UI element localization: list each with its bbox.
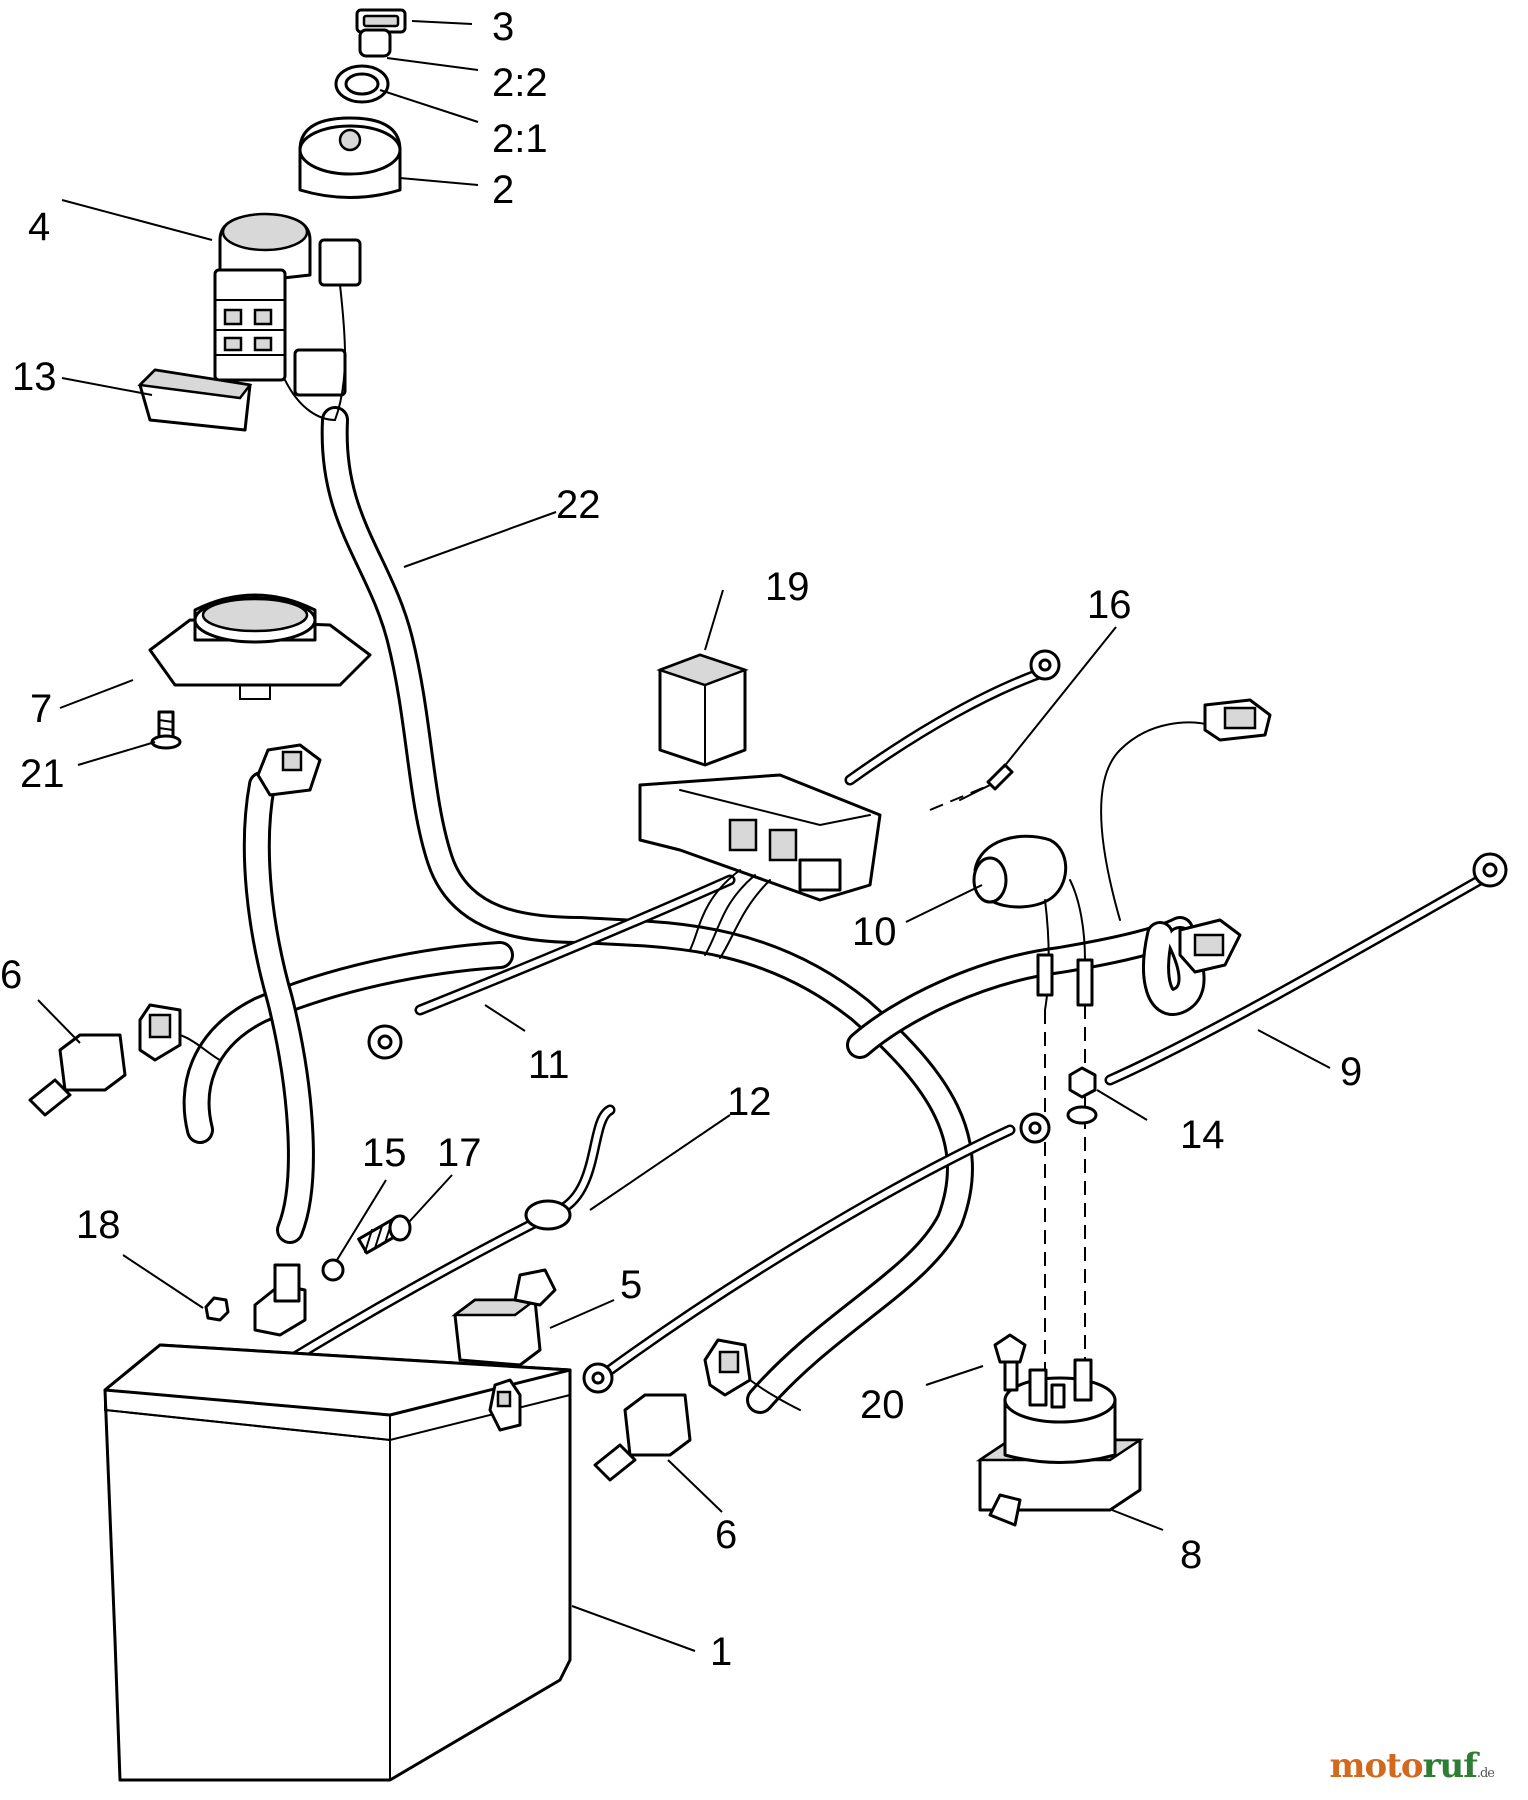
callout-6-right: 6 bbox=[715, 1513, 737, 1557]
side-connector bbox=[1100, 698, 1272, 974]
callout-20: 20 bbox=[860, 1383, 905, 1427]
screw bbox=[150, 710, 182, 750]
callout-22: 22 bbox=[556, 483, 601, 527]
callout-6-left: 6 bbox=[0, 953, 22, 997]
callout-4: 4 bbox=[28, 205, 50, 249]
watermark-ruf: ruf bbox=[1422, 1746, 1478, 1786]
callout-2-2: 2:2 bbox=[492, 61, 548, 105]
callout-2: 2 bbox=[492, 168, 514, 212]
starter-cable bbox=[1104, 852, 1508, 1086]
bolt bbox=[959, 763, 1014, 801]
hour-meter bbox=[148, 593, 372, 700]
callout-labels: 3 2:2 2:1 2 4 13 22 19 16 7 21 10 6 11 9… bbox=[0, 5, 1362, 1674]
relay bbox=[656, 653, 749, 767]
key-switch-nut bbox=[334, 64, 390, 104]
solenoid-cable bbox=[582, 1112, 1051, 1394]
callout-2-1: 2:1 bbox=[492, 117, 548, 161]
watermark-moto: moto bbox=[1329, 1746, 1424, 1786]
key-switch-body bbox=[298, 116, 402, 199]
callout-15: 15 bbox=[362, 1131, 407, 1175]
callout-8: 8 bbox=[1180, 1533, 1202, 1577]
callout-14: 14 bbox=[1180, 1113, 1225, 1157]
starter-solenoid bbox=[975, 1358, 1145, 1527]
watermark-de: .de bbox=[1476, 1766, 1495, 1781]
callout-9: 9 bbox=[1340, 1050, 1362, 1094]
ignition-key bbox=[355, 8, 407, 58]
ground-cable bbox=[844, 649, 1061, 786]
positive-cable bbox=[367, 869, 771, 1060]
battery bbox=[103, 1343, 572, 1782]
callout-17: 17 bbox=[437, 1131, 482, 1175]
callout-1: 1 bbox=[710, 1630, 732, 1674]
callout-19: 19 bbox=[765, 565, 810, 609]
callout-7: 7 bbox=[30, 687, 52, 731]
switch-cover bbox=[137, 368, 253, 432]
callout-11: 11 bbox=[528, 1043, 570, 1087]
callout-10: 10 bbox=[852, 910, 897, 954]
solenoid-bolt bbox=[993, 1333, 1027, 1392]
interlock-switch-right bbox=[593, 1393, 692, 1482]
callout-16: 16 bbox=[1087, 583, 1132, 627]
nut bbox=[1066, 1066, 1098, 1125]
terminal-bracket bbox=[253, 1263, 307, 1337]
callout-13: 13 bbox=[12, 355, 57, 399]
callout-3: 3 bbox=[492, 5, 514, 49]
bolt-assembly bbox=[204, 1214, 412, 1322]
plug-connector bbox=[256, 743, 322, 797]
fuse-block bbox=[638, 773, 882, 902]
terminal-boot bbox=[972, 834, 1094, 1011]
switch-plug bbox=[703, 1338, 801, 1411]
motoruf-watermark: motoruf.de bbox=[1329, 1746, 1495, 1786]
callout-21: 21 bbox=[20, 752, 65, 796]
callout-5: 5 bbox=[620, 1263, 642, 1307]
interlock-switch-left bbox=[28, 1003, 221, 1117]
leader-lines bbox=[37, 20, 1331, 1652]
callout-12: 12 bbox=[727, 1080, 772, 1124]
safety-switch bbox=[451, 1268, 557, 1367]
wire-harness bbox=[182, 406, 1206, 1414]
callout-18: 18 bbox=[76, 1203, 121, 1247]
ignition-switch bbox=[213, 212, 362, 421]
